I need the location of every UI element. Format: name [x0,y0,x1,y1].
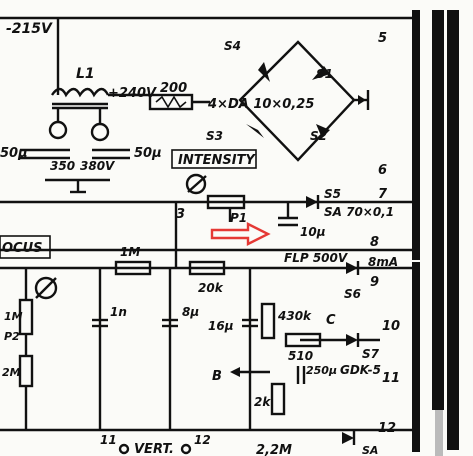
diode-s2-icon [316,124,330,138]
label-n3: 3 [176,207,185,222]
label-r1m-v: 1M [4,310,23,323]
label-s1: S1 [316,67,333,81]
label-r430: 430k [277,309,312,323]
label-r2k: 2k [254,395,271,409]
label-l1: L1 [76,66,95,82]
terminal-icon-2 [180,443,192,455]
diode-s7-icon [346,334,358,346]
label-s6: S6 [344,287,361,301]
focus-knob-icon [34,276,58,300]
label-intensity: INTENSITY [178,153,256,168]
label-s3: S3 [206,129,223,143]
resistor-1m [114,260,152,276]
label-s2: S2 [310,129,327,143]
label-v215: -215V [6,21,53,37]
resistor-20k [188,260,226,276]
intensity-box [171,149,257,169]
frame-bar-outer [447,10,459,450]
frame-bar-fade [435,410,443,456]
arrow-b-icon [230,367,240,377]
focus-knob-pointer [35,277,57,299]
label-flp: FLP 500V [284,251,349,265]
resistor-200-zigzag [155,95,187,109]
knob-pointer [187,175,207,193]
inductor-l1 [51,87,110,98]
label-cap10: 10μ [300,225,326,239]
label-c1n: 1n [110,305,127,319]
board-edge-bar-lower [412,262,420,452]
label-s4: S4 [224,39,241,53]
label-p1: P1 [230,211,247,225]
label-n8: 8 [370,235,379,250]
label-node-c: C [326,313,336,328]
pot-p1 [206,194,246,210]
label-s7: S7 [362,347,380,361]
label-r1m: 1M [120,245,140,259]
label-n9: 9 [370,275,379,290]
label-b11: 11 [100,433,117,447]
label-r22m: 2,2M [256,443,292,456]
diode-s5-icon [306,196,318,208]
label-bridge: 4×DA 10×0,25 [207,97,314,112]
label-n5: 5 [378,31,387,46]
label-s8: SA [362,444,378,456]
label-b12: 12 [194,433,211,447]
diode-s1-icon [312,66,330,80]
resistor-510 [284,332,322,348]
lamp-icon-2 [90,122,110,142]
label-diode-sa: SA 70×0,1 [324,205,394,219]
label-n6: 6 [378,163,387,178]
label-v240: +240V [108,86,157,101]
label-r510: 510 [288,349,313,363]
label-r20k: 20k [198,281,224,295]
focus-box [0,235,51,259]
label-focus: OCUS [2,241,43,256]
resistor-430k [260,302,276,340]
label-ma: 8mA [368,255,398,269]
label-n7: 7 [378,187,388,202]
label-node-b: B [212,369,222,384]
board-edge-bar [412,10,420,260]
label-vert: VERT. [134,442,174,456]
label-r200: 200 [160,81,187,96]
label-n11: 11 [382,371,400,386]
diode-s8-icon [342,432,354,444]
label-s5: S5 [324,187,341,201]
annotation-arrow-icon [210,222,271,246]
knob-icon [185,173,207,195]
label-c16: 16μ [208,319,234,333]
label-gdk: GDK-5 [340,363,381,377]
label-p2: P2 [4,330,20,343]
terminal-icon [118,443,130,455]
resistor-2m [18,354,34,388]
label-n10: 10 [382,319,400,334]
label-c250: 250μ [306,364,337,377]
label-r2m: 2M [2,366,21,379]
label-cap350: 350 [50,159,75,173]
label-cap50-right: 50μ [134,146,162,161]
diode-s4-icon [258,62,270,82]
label-cap380: 380V [80,159,116,173]
lamp-icon [48,120,68,140]
diode-s3-icon [246,124,264,138]
label-c8: 8μ [182,305,199,319]
label-n12: 12 [378,421,396,436]
label-cap50-left: 50μ [0,146,28,161]
arrow-icon [358,95,366,105]
frame-bar [432,10,444,410]
resistor-2k [270,382,286,416]
bridge-rectifier [238,40,356,162]
